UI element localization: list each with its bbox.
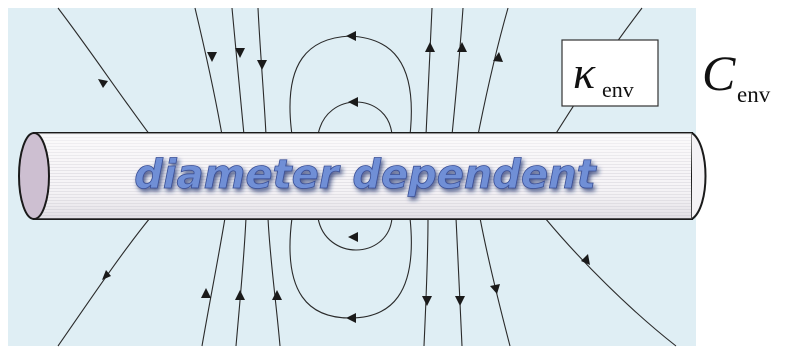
tube-right-cap bbox=[692, 133, 706, 219]
kappa-env-box: κ env bbox=[562, 40, 658, 106]
kappa-symbol: κ bbox=[573, 47, 596, 98]
tube-left-end bbox=[19, 133, 49, 219]
capacitance-env-label: C env bbox=[702, 45, 771, 107]
kappa-subscript: env bbox=[602, 77, 634, 102]
capacitance-symbol: C bbox=[702, 45, 736, 101]
tube-label: diameter dependent bbox=[134, 152, 597, 198]
capacitance-subscript: env bbox=[737, 82, 771, 107]
